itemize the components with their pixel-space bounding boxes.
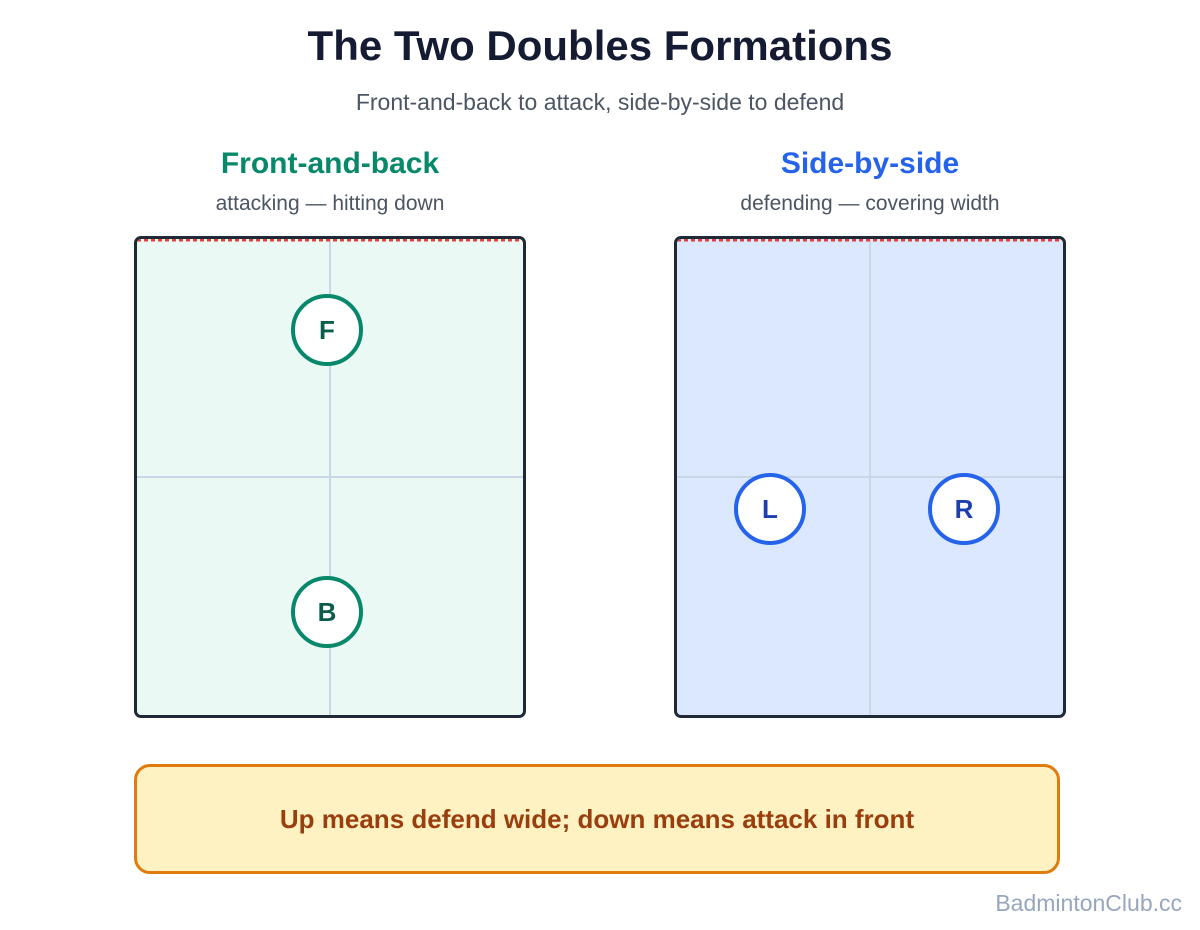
page-subtitle: Front-and-back to attack, side-by-side t… [355, 89, 845, 115]
page-title: The Two Doubles Formations [307, 22, 893, 69]
court-lines [677, 239, 1063, 715]
front-and-back-heading: Front-and-back [220, 147, 440, 180]
side-by-side-heading: Side-by-side [780, 147, 960, 180]
side-by-side-court: L R [674, 236, 1066, 718]
side-by-side-caption: defending — covering width [740, 192, 1000, 215]
player-right: R [928, 473, 1000, 545]
front-and-back-caption: attacking — hitting down [215, 192, 445, 215]
player-back: B [291, 576, 363, 648]
site-watermark: BadmintonClub.cc [995, 890, 1182, 916]
front-and-back-court: F B [134, 236, 526, 718]
player-front: F [291, 294, 363, 366]
summary-callout: Up means defend wide; down means attack … [134, 764, 1060, 874]
player-left: L [734, 473, 806, 545]
